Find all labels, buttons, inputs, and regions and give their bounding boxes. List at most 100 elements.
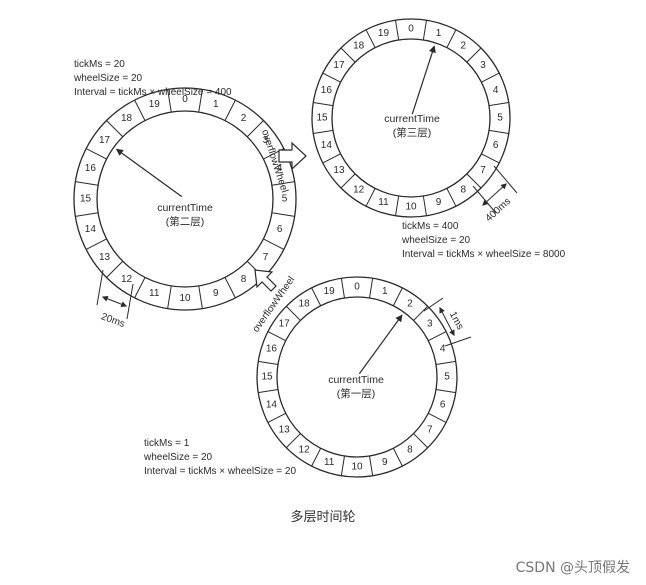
wheel-slot-divider (446, 188, 457, 207)
wheel-slot-label: 2 (461, 40, 467, 51)
wheel-slot-divider (422, 195, 427, 216)
wheel-layer1-tick-label: 1ms (447, 310, 466, 332)
wheel-slot-divider (85, 148, 107, 160)
wheel-slot-divider (271, 181, 295, 186)
wheel-slot-label: 0 (354, 282, 360, 293)
wheel-layer2-tick-arrow (101, 295, 128, 308)
wheel-layer1-center-sub: (第一层) (337, 387, 376, 400)
wheel-slot-divider (340, 173, 356, 189)
wheel-layer1-tick-line-b (444, 336, 472, 347)
wheel-outer-circle (256, 276, 458, 478)
wheel-slot-divider (263, 238, 285, 250)
wheel-slot-label: 6 (277, 224, 283, 235)
wheel-slot-divider (413, 305, 429, 321)
wheel-slot-label: 13 (99, 252, 111, 263)
wheel-layer1-ring (256, 276, 458, 478)
wheel-slot-label: 1 (382, 286, 388, 297)
wheel-slot-divider (246, 120, 264, 138)
wheel-slot-divider (267, 412, 286, 423)
wheel-slot-label: 16 (266, 344, 278, 355)
wheel-slot-label: 12 (299, 444, 311, 455)
wheel-slot-divider (167, 89, 172, 113)
overflow-arrow-icon (278, 141, 307, 171)
wheel-slot-label: 10 (405, 202, 417, 213)
wheel-slot-divider (224, 99, 236, 121)
wheel-slot-divider (313, 129, 334, 134)
wheel-slot-label: 1 (213, 99, 219, 110)
wheel-slot-label: 19 (324, 286, 336, 297)
wheel-layer3-pointer (411, 45, 436, 115)
wheel-slot-divider (435, 360, 456, 365)
wheel-slot-divider (481, 72, 500, 83)
wheel-slot-label: 12 (353, 185, 365, 196)
wheel-layer3-center-sub: (第三层) (393, 126, 432, 139)
wheel-slot-label: 19 (378, 28, 390, 39)
wheel-slot-label: 15 (316, 113, 328, 124)
wheel-slot-label: 9 (436, 197, 442, 208)
wheel-slot-label: 7 (480, 165, 486, 176)
wheel-slot-divider (106, 260, 124, 278)
wheel-slot-divider (340, 278, 345, 299)
wheel-slot-label: 18 (121, 113, 133, 124)
wheel-slot-label: 16 (321, 85, 333, 96)
wheel-inner-circle (276, 296, 438, 458)
wheel-slot-divider (369, 278, 374, 299)
wheel-slot-divider (428, 412, 447, 423)
wheel-slot-label: 15 (261, 372, 273, 383)
wheel-slot-label: 11 (149, 288, 160, 299)
wheel-layer1-pointer (358, 314, 403, 375)
wheel-slot-label: 9 (213, 288, 219, 299)
figure-caption: 多层时间轮 (290, 509, 355, 525)
wheel-inner-circle (96, 110, 274, 288)
wheel-slot-divider (258, 360, 279, 365)
wheel-slot-label: 18 (353, 40, 365, 51)
wheel-layer1-info-interval: Interval = tickMs × wheelSize = 20 (144, 466, 296, 477)
wheel-slot-label: 14 (85, 224, 97, 235)
wheel-slot-divider (422, 20, 427, 41)
wheel-slot-divider (395, 20, 400, 41)
overflow-arrow-upper: overflowWheel (259, 128, 307, 194)
wheel-slot-divider (365, 188, 376, 207)
wheel-slot-label: 5 (497, 113, 503, 124)
wheel-layer2-tick-line-a (96, 269, 104, 306)
wheel-layer3-info-tickms: tickMs = 400 (402, 221, 459, 232)
wheel-slot-divider (224, 277, 236, 299)
wheel-layer1-info-tickms: tickMs = 1 (144, 438, 190, 449)
wheel-slot-divider (322, 72, 341, 83)
wheel-layer3-info-wheelsize: wheelSize = 20 (401, 235, 471, 246)
wheel-slot-divider (271, 212, 295, 217)
wheel-layer2-info-tickms: tickMs = 20 (74, 59, 125, 70)
wheel-outer-circle (73, 87, 297, 311)
wheel-layer3-tick-line-a (493, 165, 518, 194)
wheel-layer2-tick-line-b (126, 283, 134, 320)
wheel-slot-divider (435, 389, 456, 394)
watermark: CSDN @头顶假发 (515, 560, 630, 576)
wheel-slot-label: 2 (407, 299, 413, 310)
wheel-slot-label: 18 (299, 299, 311, 310)
wheel-slot-divider (488, 129, 509, 134)
wheel-slot-divider (85, 238, 107, 250)
wheel-layer1-tick-line-a (423, 297, 444, 312)
wheel-layer2-ring (73, 87, 297, 311)
wheel-slot-divider (134, 277, 146, 299)
wheel-slot-label: 11 (324, 457, 335, 468)
wheel-slot-label: 6 (493, 140, 499, 151)
wheel-slot-label: 0 (408, 24, 414, 35)
wheel-slot-divider (167, 285, 172, 309)
wheel-slot-label: 13 (279, 424, 291, 435)
wheel-slot-label: 3 (263, 135, 269, 146)
wheel-layer2-center-label: currentTime (157, 202, 213, 214)
wheel-layer3-center-label: currentTime (384, 113, 440, 125)
wheel-layer2-tick-label: 20ms (99, 311, 126, 330)
wheel-slot-divider (75, 212, 99, 217)
wheel-slot-divider (413, 433, 429, 449)
wheel-slot-label: 2 (241, 113, 247, 124)
wheel-slot-label: 17 (99, 135, 111, 146)
wheel-layer3-ring (311, 18, 511, 218)
wheel-slot-label: 9 (382, 457, 388, 468)
wheel-slot-divider (134, 99, 146, 121)
